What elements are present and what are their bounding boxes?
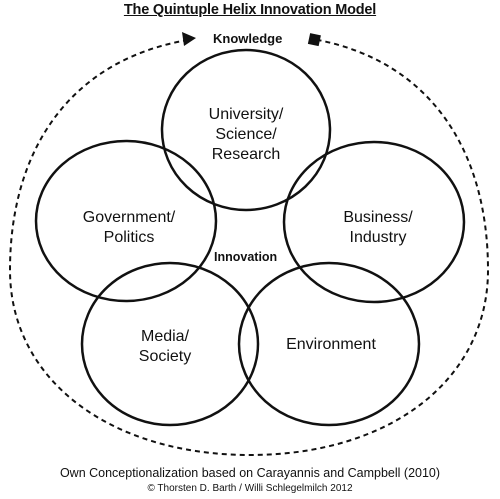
knowledge-label: Knowledge bbox=[213, 31, 283, 46]
media-ellipse bbox=[80, 261, 260, 427]
knowledge-cycle-path bbox=[8, 39, 490, 457]
caption: Own Conceptionalization based on Carayan… bbox=[59, 466, 441, 480]
innovation-label: Innovation bbox=[214, 250, 278, 264]
media-label: Media/ Society bbox=[138, 328, 192, 365]
business-label: Business/ Industry bbox=[343, 209, 413, 246]
environment-label: Environment bbox=[286, 336, 376, 353]
environment-ellipse bbox=[237, 261, 421, 427]
government-ellipse bbox=[34, 139, 218, 303]
knowledge-arrowhead-icon bbox=[182, 32, 196, 46]
university-label: University/ Science/ Research bbox=[208, 106, 284, 163]
knowledge-square-icon bbox=[307, 33, 321, 47]
business-ellipse bbox=[282, 140, 466, 304]
government-label: Government/ Politics bbox=[82, 209, 176, 246]
university-ellipse bbox=[160, 48, 332, 212]
diagram-title: The Quintuple Helix Innovation Model bbox=[123, 2, 377, 18]
copyright: © Thorsten D. Barth / Willi Schlegelmilc… bbox=[147, 483, 353, 494]
